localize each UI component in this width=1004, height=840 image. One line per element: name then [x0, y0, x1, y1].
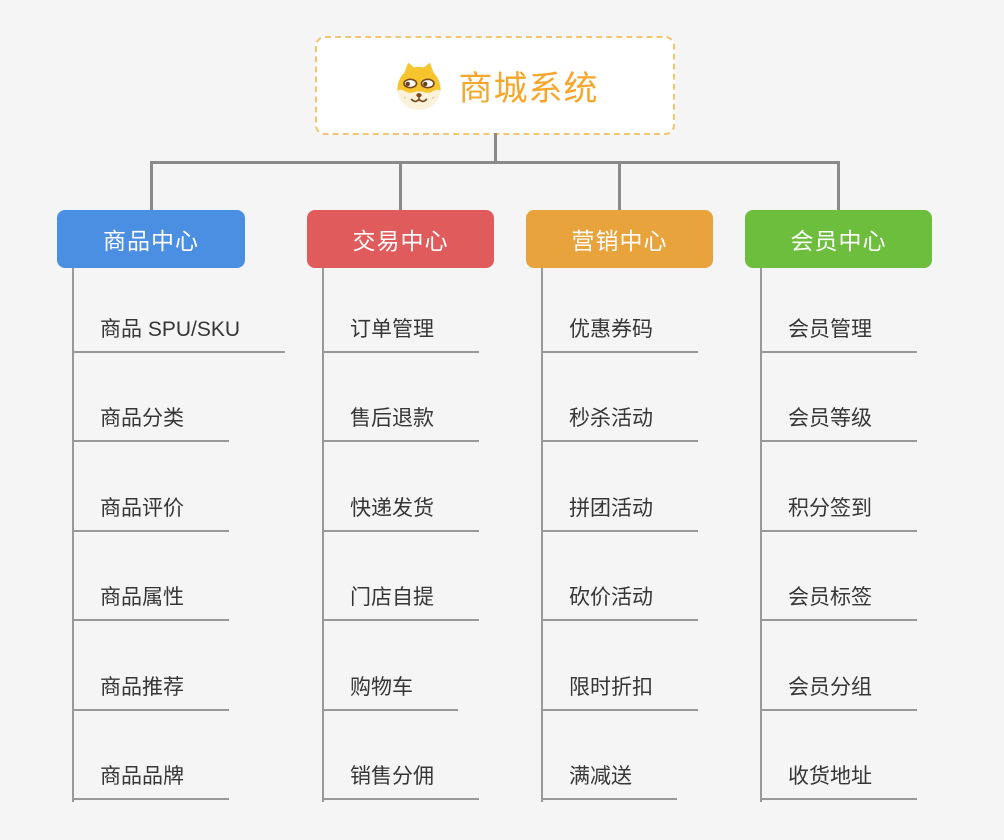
leaf-node-member-center-1[interactable]: 会员等级 [760, 404, 917, 442]
root-connector-line [493, 133, 497, 164]
leaf-node-trade-center-3[interactable]: 门店自提 [322, 583, 479, 621]
branch-node-marketing-center[interactable]: 营销中心 [526, 210, 713, 268]
branch-node-member-center[interactable]: 会员中心 [745, 210, 932, 268]
leaf-node-product-center-5[interactable]: 商品品牌 [72, 762, 229, 800]
branch-drop-line [618, 161, 621, 212]
branch-drop-line [149, 161, 153, 212]
branch-label: 交易中心 [352, 228, 449, 254]
leaf-node-product-center-0[interactable]: 商品 SPU/SKU [72, 315, 286, 353]
branch-label: 会员中心 [790, 228, 887, 254]
leaf-node-product-center-2[interactable]: 商品评价 [72, 494, 229, 532]
leaf-node-trade-center-4[interactable]: 购物车 [322, 673, 458, 711]
branch-node-product-center[interactable]: 商品中心 [57, 210, 245, 268]
leaf-node-trade-center-2[interactable]: 快递发货 [322, 494, 479, 532]
bus-connector-line [149, 161, 840, 164]
dog-face-icon [392, 61, 446, 111]
leaf-node-marketing-center-0[interactable]: 优惠券码 [541, 315, 698, 353]
root-title: 商城系统 [458, 70, 599, 108]
leaf-node-marketing-center-1[interactable]: 秒杀活动 [541, 404, 698, 442]
root-node[interactable]: 商城系统 [315, 36, 675, 135]
leaf-node-trade-center-5[interactable]: 销售分佣 [322, 762, 479, 800]
leaf-node-marketing-center-2[interactable]: 拼团活动 [541, 494, 698, 532]
leaf-node-member-center-3[interactable]: 会员标签 [760, 583, 917, 621]
leaf-node-marketing-center-4[interactable]: 限时折扣 [541, 673, 698, 711]
leaf-node-member-center-4[interactable]: 会员分组 [760, 673, 917, 711]
leaf-node-product-center-3[interactable]: 商品属性 [72, 583, 229, 621]
branch-trunk-line [72, 268, 74, 802]
branch-trunk-line [760, 268, 762, 802]
leaf-node-member-center-2[interactable]: 积分签到 [760, 494, 917, 532]
branch-label: 营销中心 [571, 228, 668, 254]
leaf-node-trade-center-1[interactable]: 售后退款 [322, 404, 479, 442]
branch-drop-line [837, 161, 840, 212]
leaf-node-trade-center-0[interactable]: 订单管理 [322, 315, 479, 353]
leaf-node-product-center-1[interactable]: 商品分类 [72, 404, 229, 442]
branch-trunk-line [541, 268, 543, 802]
branch-trunk-line [322, 268, 324, 802]
leaf-node-marketing-center-5[interactable]: 满减送 [541, 762, 677, 800]
branch-label: 商品中心 [103, 228, 199, 254]
leaf-node-member-center-5[interactable]: 收货地址 [760, 762, 917, 800]
branch-node-trade-center[interactable]: 交易中心 [307, 210, 494, 268]
leaf-node-marketing-center-3[interactable]: 砍价活动 [541, 583, 698, 621]
leaf-node-member-center-0[interactable]: 会员管理 [760, 315, 917, 353]
branch-drop-line [399, 161, 402, 212]
leaf-node-product-center-4[interactable]: 商品推荐 [72, 673, 229, 711]
